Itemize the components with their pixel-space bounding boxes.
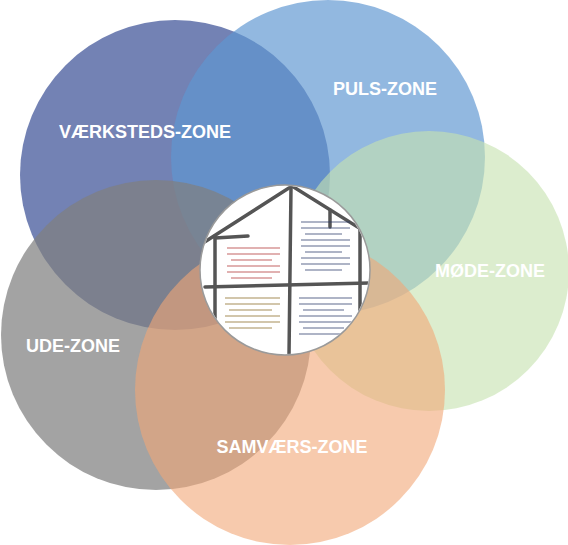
text-strokes <box>299 321 352 322</box>
text-strokes <box>303 309 344 310</box>
text-strokes <box>227 271 280 272</box>
text-strokes <box>301 221 350 222</box>
text-strokes <box>299 303 352 304</box>
text-strokes <box>225 297 280 298</box>
text-strokes <box>231 259 272 260</box>
zone-label: SAMVÆRS-ZONE <box>216 438 367 458</box>
zone-label: VÆRKSTEDS-ZONE <box>59 123 231 143</box>
text-strokes <box>229 327 272 328</box>
text-strokes <box>301 263 350 264</box>
text-strokes <box>303 327 344 328</box>
zone-label: UDE-ZONE <box>26 337 120 357</box>
text-strokes <box>225 303 280 304</box>
text-strokes <box>225 315 280 316</box>
text-strokes <box>227 253 280 254</box>
text-strokes <box>301 239 350 240</box>
text-strokes <box>299 315 352 316</box>
zone-label: PULS-ZONE <box>333 80 437 100</box>
text-strokes <box>227 265 280 266</box>
text-strokes <box>305 269 342 270</box>
text-strokes <box>231 277 272 278</box>
text-strokes <box>301 245 350 246</box>
text-strokes <box>225 321 280 322</box>
center-circle <box>200 185 370 355</box>
text-strokes <box>227 247 280 248</box>
zone-fill <box>135 235 445 545</box>
text-strokes <box>299 297 352 298</box>
zone-label: MØDE-ZONE <box>435 262 545 282</box>
text-strokes <box>229 309 272 310</box>
text-strokes <box>301 227 350 228</box>
text-strokes <box>301 257 350 258</box>
text-strokes <box>305 233 342 234</box>
text-strokes <box>305 251 342 252</box>
